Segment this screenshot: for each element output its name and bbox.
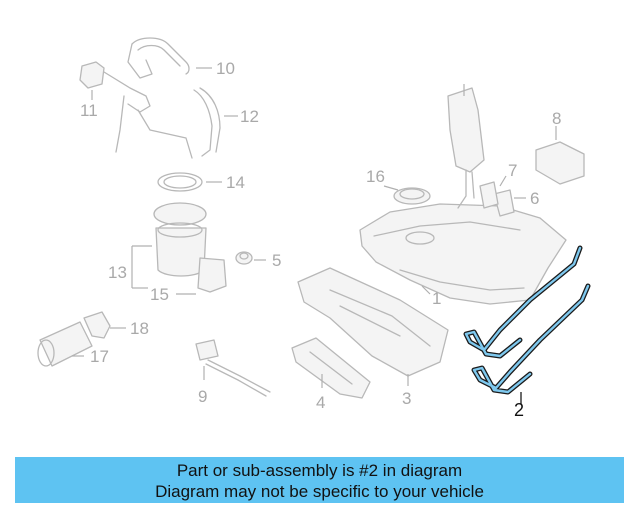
callout-1: 1 [432, 289, 441, 308]
valve-part-6 [493, 189, 526, 217]
banner-part-line: Part or sub-assembly is #2 in diagram [176, 461, 463, 480]
callout-17: 17 [90, 347, 109, 366]
callout-5: 5 [272, 251, 281, 270]
parts-diagram: 1 2 3 4 5 6 7 8 9 10 11 12 13 14 15 16 1… [37, 37, 591, 420]
callout-14: 14 [226, 173, 245, 192]
hose-part-12 [193, 87, 238, 157]
callout-18: 18 [130, 319, 149, 338]
fuel-tank-part-1 [359, 203, 567, 305]
valve-part-7 [479, 175, 507, 209]
callout-7: 7 [508, 161, 517, 180]
bracket-part-11 [79, 61, 193, 159]
vent-hose-part-10 [127, 37, 212, 79]
callout-6: 6 [530, 189, 539, 208]
skid-plate-part-3 [297, 267, 449, 386]
control-module-part-8 [535, 126, 585, 185]
callout-15: 15 [150, 285, 169, 304]
callout-9: 9 [198, 387, 207, 406]
callout-16: 16 [366, 167, 385, 186]
fuel-pump-module-part-13 [131, 202, 227, 295]
callout-11: 11 [80, 101, 98, 120]
fuel-filter-part-17 [37, 311, 126, 367]
tank-strap-part-2[interactable] [463, 245, 591, 404]
callout-8: 8 [552, 109, 561, 128]
banner-disclaimer-line: Diagram may not be specific to your vehi… [155, 482, 484, 501]
seal-ring-part-14 [157, 172, 222, 192]
line-part-9 [195, 339, 271, 397]
heat-shield-part-4 [291, 337, 371, 399]
callout-4: 4 [316, 393, 325, 412]
callout-10: 10 [216, 59, 235, 78]
lock-ring-part-16 [383, 185, 431, 205]
grommet-part-5 [235, 251, 266, 265]
info-banner: Part or sub-assembly is #2 in diagram Di… [15, 457, 624, 503]
callout-13: 13 [108, 263, 127, 282]
filler-neck [447, 84, 485, 209]
callout-3: 3 [402, 389, 411, 408]
callout-12: 12 [240, 107, 259, 126]
callout-2[interactable]: 2 [514, 400, 524, 420]
